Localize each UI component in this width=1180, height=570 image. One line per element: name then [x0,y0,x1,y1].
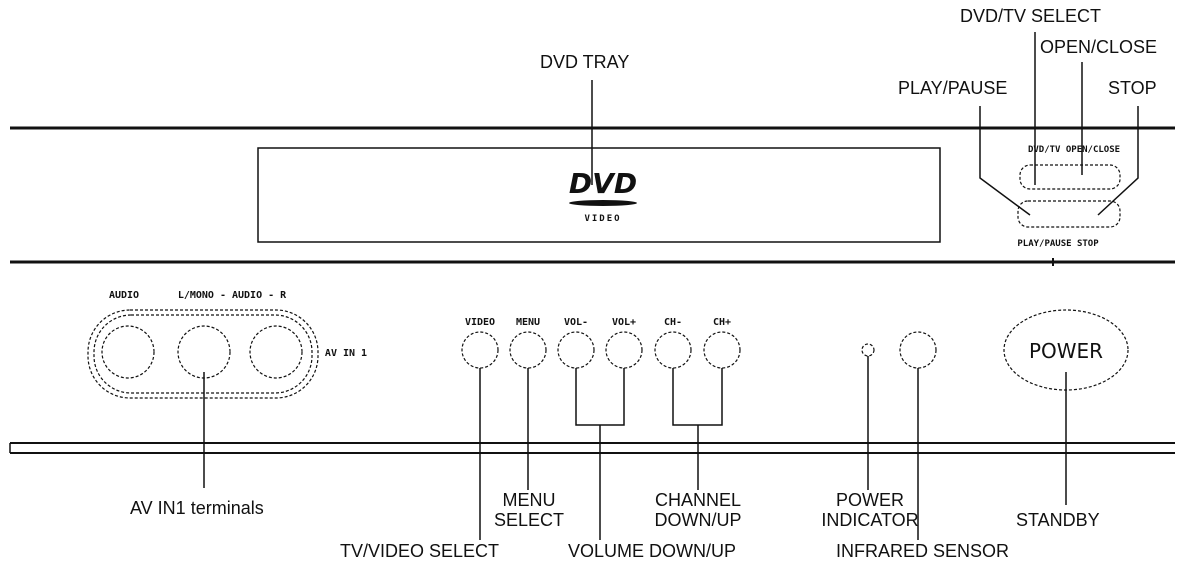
av-in1-printed-label: AV IN 1 [325,348,367,359]
power-button-printed-label: POWER [1029,339,1103,363]
volume-up-printed-label: VOL+ [612,317,636,328]
label-channel-line1: CHANNEL [654,490,742,510]
label-power-indicator: POWER INDICATOR [818,490,922,530]
label-power-indicator-line1: POWER [835,490,904,510]
av-lr-printed-label: L/MONO - AUDIO - R [178,290,287,301]
channel-up-button[interactable] [703,331,741,369]
dvd-tv-open-close-button[interactable] [1019,164,1121,190]
dvd-logo: DVD VIDEO [569,167,637,224]
leader-volume-bracket [575,368,625,426]
label-menu-select-line2: SELECT [493,510,565,530]
label-menu-select: MENU SELECT [488,490,570,530]
dvd-logo-disc [569,200,637,206]
infrared-sensor [899,331,937,369]
dvd-logo-text: DVD [569,167,637,200]
label-volume-down-up: VOLUME DOWN/UP [568,541,737,561]
label-power-indicator-line2: INDICATOR [821,510,919,530]
label-av-in1-terminals: AV IN1 terminals [130,498,264,518]
av-in1-terminal-housing [87,309,319,399]
menu-select-button[interactable] [509,331,547,369]
label-open-close: OPEN/CLOSE [1040,37,1158,57]
leader-stop [1097,106,1139,216]
av-in1-terminal-housing-inner [93,314,313,394]
label-stop: STOP [1108,78,1157,98]
leader-channel-bracket [672,368,723,426]
channel-down-button[interactable] [654,331,692,369]
top-button-printed-label: DVD/TV OPEN/CLOSE [1028,145,1120,155]
volume-down-printed-label: VOL- [564,317,588,328]
label-play-pause: PLAY/PAUSE [898,78,1008,98]
label-channel-line2: DOWN/UP [654,510,742,530]
label-channel-down-up: CHANNEL DOWN/UP [620,490,776,530]
label-dvd-tv-select: DVD/TV SELECT [960,6,1102,26]
video-terminal[interactable] [101,325,155,379]
label-standby: STANDBY [1016,510,1100,530]
volume-up-button[interactable] [605,331,643,369]
power-indicator-led [861,343,875,357]
dvd-logo-video-text: VIDEO [584,214,621,224]
label-infrared-sensor: INFRARED SENSOR [836,541,1010,561]
label-menu-select-line1: MENU [502,490,556,510]
av-audio-printed-label: AUDIO [109,290,139,301]
audio-left-terminal[interactable] [177,325,231,379]
channel-down-printed-label: CH- [664,317,682,328]
volume-down-button[interactable] [557,331,595,369]
label-dvd-tray: DVD TRAY [540,52,630,72]
tv-video-printed-label: VIDEO [465,317,495,328]
leader-play-pause [979,106,1031,216]
menu-printed-label: MENU [516,317,540,328]
tv-video-select-button[interactable] [461,331,499,369]
play-pause-stop-button[interactable] [1017,200,1121,228]
channel-up-printed-label: CH+ [713,317,731,328]
label-tv-video-select: TV/VIDEO SELECT [340,541,500,561]
audio-right-terminal[interactable] [249,325,303,379]
bottom-button-printed-label: PLAY/PAUSE STOP [1017,239,1099,249]
